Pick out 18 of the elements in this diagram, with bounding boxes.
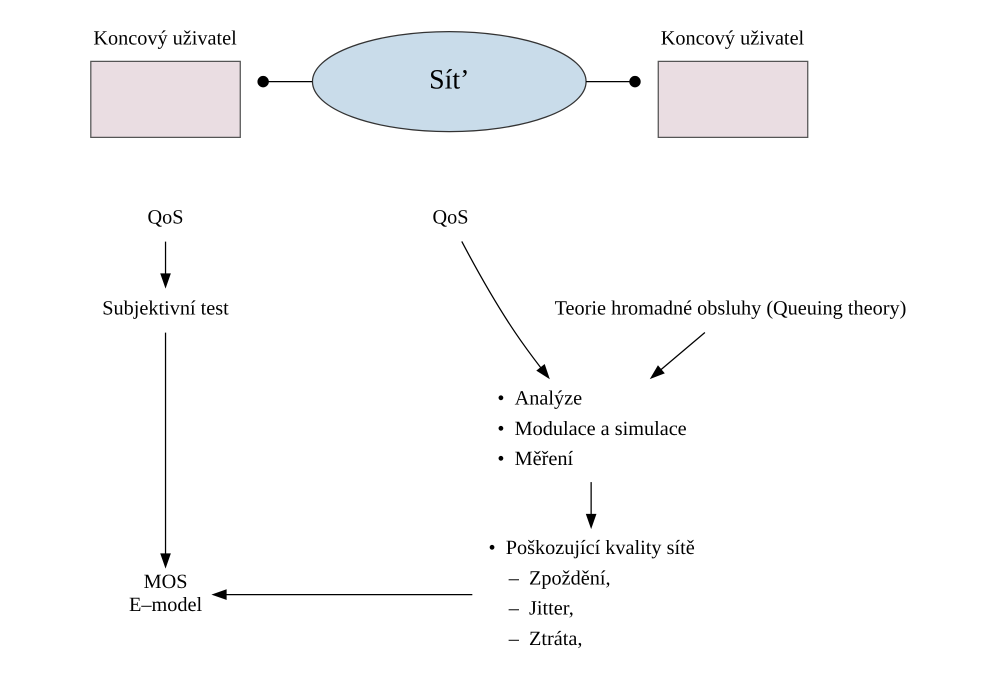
node-text: • Analýze • Modulace a simulace • Měření [497,387,687,470]
connector [586,76,641,88]
arrow [461,241,550,380]
arrow [650,332,706,380]
node-text: QoS [148,206,184,228]
arrow [211,589,472,600]
node-text: • Poškozující kvality sítě – Zpoždění, – Jitter, – Ztráta, [488,536,695,650]
node-label: Koncový uživatel [93,28,237,50]
node-text: Subjektivní test [102,297,229,320]
arrow [160,242,171,289]
connector [257,76,312,88]
node-text: MOS E–model [128,571,202,616]
node-text: QoS [432,206,469,228]
arrow [586,482,596,530]
arrow [160,332,171,569]
node-text: Teorie hromadné obsluhy (Queuing theory) [554,297,906,320]
node-label: Koncový uživatel [660,28,804,50]
node-ellipse: Sít’ [312,30,587,132]
